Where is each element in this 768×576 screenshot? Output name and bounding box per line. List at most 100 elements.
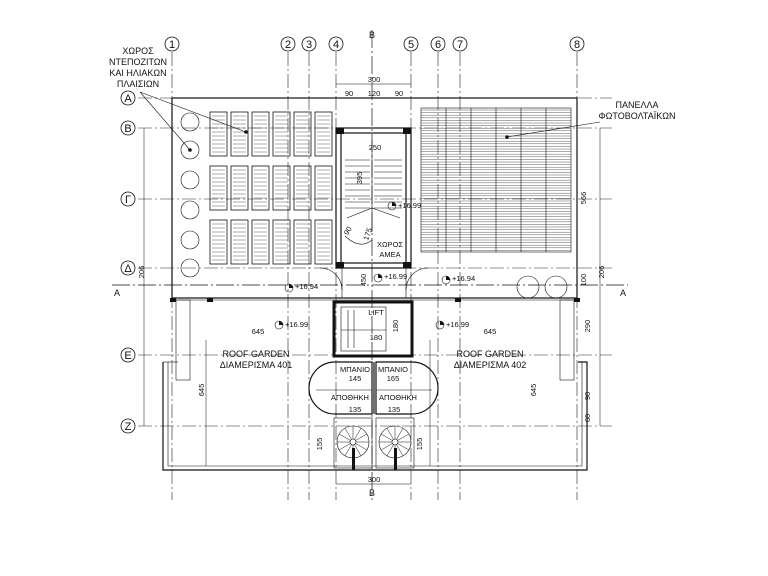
pv-label-line1: ΠΑΝΕΛΛΑ (615, 100, 658, 110)
dim-text: 206 (137, 266, 146, 279)
level-text: +16.99 (384, 272, 407, 281)
dim-text: 90 (395, 89, 403, 98)
level-text: +16.94 (452, 274, 475, 283)
solar-collector (251, 219, 270, 265)
solar-collector (251, 111, 270, 157)
solar-collectors (209, 111, 333, 265)
column-label: 2 (285, 39, 291, 51)
pv-panel-array (420, 107, 572, 253)
row-bubble-e: E (120, 347, 136, 363)
row-bubble-gamma: Γ (120, 191, 136, 207)
dim-text: 120 (368, 89, 381, 98)
mech-room-label-line2: ΑΜΕΑ (379, 250, 400, 259)
lift-label: LIFT (368, 308, 384, 317)
column-bubble-7: 7 (452, 36, 468, 52)
section-marks: B B A A (112, 30, 628, 500)
column-bubble-3: 3 (301, 36, 317, 52)
row-bubble-a: A (120, 90, 136, 106)
dim-text: 90 (345, 89, 353, 98)
column-bubble-8: 8 (569, 36, 585, 52)
row-bubble-b: B (120, 120, 136, 136)
dim-text: 300 (368, 75, 381, 84)
dim-text: 645 (529, 384, 538, 397)
solar-collector (293, 165, 312, 211)
solar-collector (272, 165, 291, 211)
water-tanks (180, 112, 568, 299)
roof-garden-left-label-line2: ΔΙΑΜΕΡΙΣΜΑ 401 (220, 360, 293, 370)
dim-text: 155 (315, 438, 324, 451)
pv-panel-hatching (421, 108, 571, 252)
row-label: Γ (125, 194, 131, 206)
dim-text: 290 (583, 320, 592, 333)
storage-left-label: ΑΠΟΘΗΚΗ (331, 393, 369, 402)
level-text: +16.94 (295, 282, 318, 291)
mech-room-label-line1: ΧΩΡΟΣ (377, 240, 403, 249)
roof-garden-right-label-line2: ΔΙΑΜΕΡΙΣΜΑ 402 (454, 360, 527, 370)
spiral-stairs (333, 417, 415, 470)
section-mark-bottom: B (369, 488, 375, 498)
level-text: +16.99 (398, 201, 421, 210)
dim-text: 395 (355, 172, 364, 185)
roof-garden-right-label-line1: ROOF GARDEN (456, 349, 523, 359)
dim-text: 145 (349, 374, 362, 383)
solar-collector (272, 219, 291, 265)
column-label: 7 (457, 39, 463, 51)
dim-text: 645 (252, 327, 265, 336)
column-bubble-6: 6 (430, 36, 446, 52)
bath-storage-pods (308, 361, 439, 415)
dim-text: 165 (387, 374, 400, 383)
dim-text: 135 (349, 405, 362, 414)
bath-left-label: ΜΠΑΝΙΟ (340, 365, 370, 374)
row-label: A (124, 93, 132, 105)
row-bubbles: A B Γ Δ E Z (120, 90, 136, 434)
column-label: 8 (574, 39, 580, 51)
dim-text: 566 (579, 192, 588, 205)
dim-text: 300 (368, 475, 381, 484)
solar-collector (209, 111, 228, 157)
solar-collector (314, 219, 333, 265)
dim-text: 90 (342, 225, 354, 237)
dimension-lines (143, 83, 601, 485)
dim-text: 100 (579, 274, 588, 287)
column-bubble-5: 5 (403, 36, 419, 52)
solar-collector (251, 165, 270, 211)
leader-lines (139, 91, 601, 152)
solar-collector (230, 165, 249, 211)
row-label: B (124, 123, 131, 135)
solar-collector (314, 165, 333, 211)
dim-text: 645 (484, 327, 497, 336)
section-mark-right: A (620, 288, 626, 298)
solar-collector (272, 111, 291, 157)
dim-text: 135 (388, 405, 401, 414)
column-bubbles: 1 2 3 4 5 6 7 8 (164, 36, 585, 52)
dimension-texts: 300 90 120 90 300 250 395 175 90 450 180… (137, 75, 606, 484)
stair-treads (345, 159, 402, 209)
column-label: 5 (408, 39, 414, 51)
storage-area-label-line3: ΚΑΙ ΗΛΙΑΚΩΝ (109, 68, 166, 78)
column-bubble-1: 1 (164, 36, 180, 52)
row-label: E (124, 350, 131, 362)
column-label: 1 (169, 39, 175, 51)
solar-collector (230, 111, 249, 157)
section-mark-top: B (369, 30, 375, 40)
solar-collector (293, 219, 312, 265)
spiral-stair-treads (337, 426, 411, 458)
dim-text: 175 (361, 227, 374, 242)
bath-right-label: ΜΠΑΝΙΟ (378, 365, 408, 374)
dim-text: 60 (583, 414, 592, 422)
column-bubble-2: 2 (280, 36, 296, 52)
row-bubble-z: Z (120, 418, 136, 434)
dim-text: 180 (391, 320, 400, 333)
storage-area-label-line4: ΠΛΑΙΣΙΩΝ (117, 79, 159, 89)
solar-collector (293, 111, 312, 157)
stair-core (319, 127, 429, 298)
pv-label-line2: ΦΩΤΟΒΟΛΤΑΪΚΩΝ (599, 111, 676, 121)
level-markers (274, 201, 451, 330)
roof-garden-left-label-line1: ROOF GARDEN (222, 349, 289, 359)
row-bubble-delta: Δ (120, 260, 136, 276)
solar-collector (314, 111, 333, 157)
room-labels: ΧΩΡΟΣ ΝΤΕΠΟΖΙΤΩΝ ΚΑΙ ΗΛΙΑΚΩΝ ΠΛΑΙΣΙΩΝ ΠΑ… (109, 46, 676, 402)
level-text: +16.99 (285, 320, 308, 329)
lift-shaft (332, 300, 414, 358)
column-bubble-4: 4 (328, 36, 344, 52)
